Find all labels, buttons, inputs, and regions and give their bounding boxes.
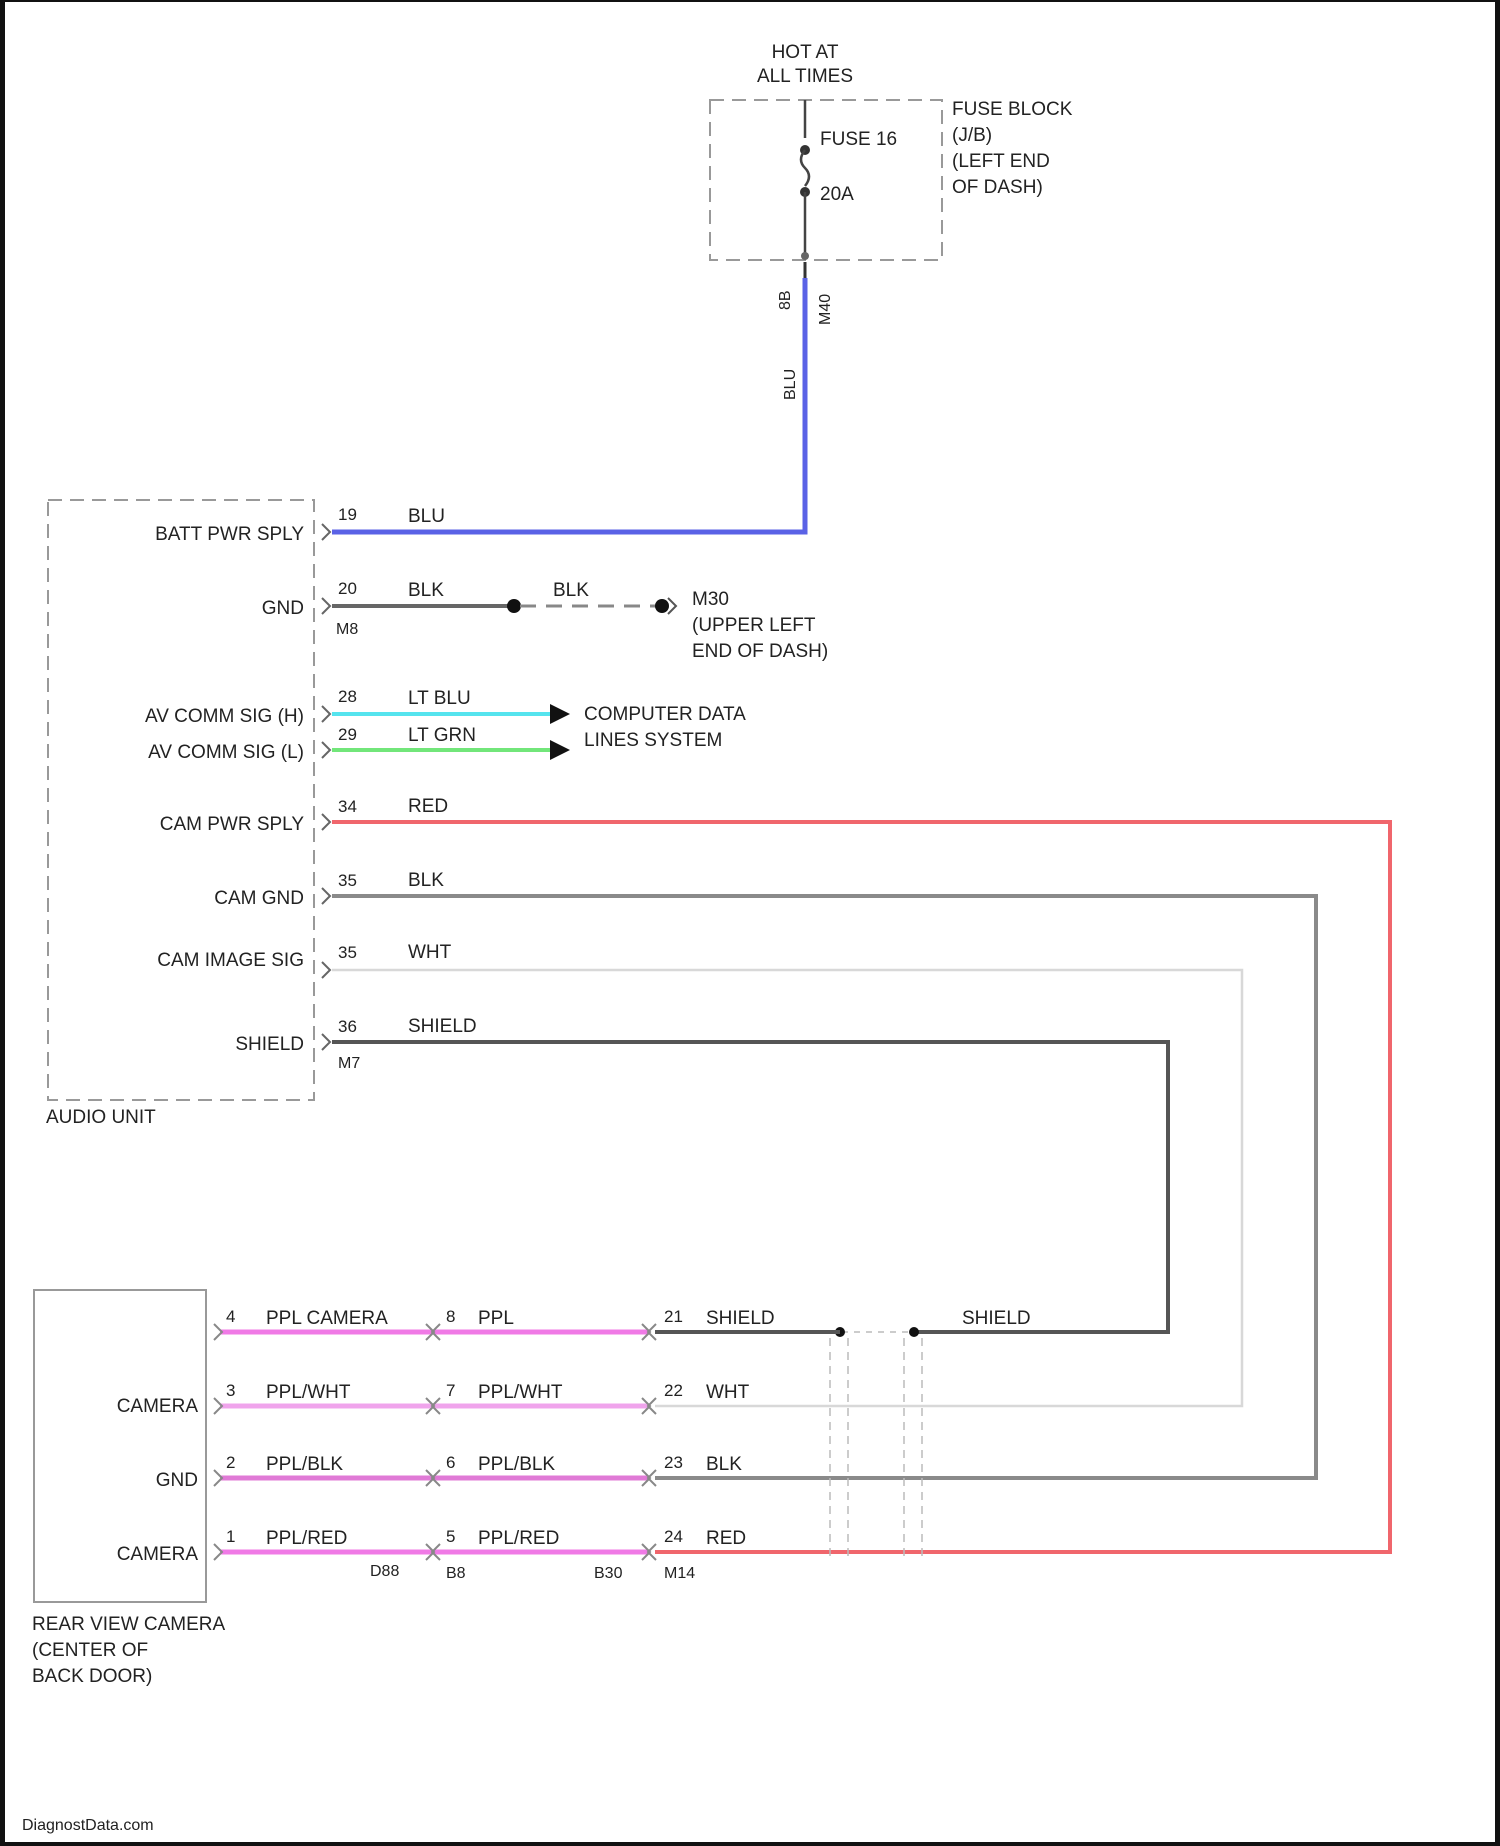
row1-c2: PPL [478, 1308, 514, 1329]
pin-label-gnd: GND [262, 598, 304, 619]
camera-label-2: GND [156, 1470, 198, 1491]
conn-m14: M14 [664, 1565, 695, 1582]
row1-c3: SHIELD [706, 1308, 775, 1329]
conn-b8: B8 [446, 1565, 466, 1582]
shield-enclosure [830, 1338, 922, 1560]
row2-p1: 3 [226, 1381, 235, 1400]
pin-num-batt: 19 [338, 505, 357, 524]
data-lines-name-2: LINES SYSTEM [584, 730, 722, 751]
all-times-label: ALL TIMES [757, 66, 853, 87]
camera-name-1: REAR VIEW CAMERA [32, 1614, 226, 1635]
pin-num-shield: 36 [338, 1017, 357, 1036]
gnd-splice [507, 599, 521, 613]
row4-p2: 5 [446, 1527, 455, 1546]
fuse-block-name-3: (LEFT END [952, 151, 1050, 172]
conn-shield: M7 [338, 1055, 360, 1072]
pin-label-av-h: AV COMM SIG (H) [145, 706, 304, 727]
fuse-rating: 20A [820, 184, 854, 205]
fuse-conn-right: M40 [817, 294, 834, 325]
row4-p3: 24 [664, 1527, 683, 1546]
row4-p1: 1 [226, 1527, 235, 1546]
pin-label-cam-gnd: CAM GND [214, 888, 304, 909]
row1-p2: 8 [446, 1307, 455, 1326]
row2-c1: PPL/WHT [266, 1382, 351, 1403]
pin-label-batt: BATT PWR SPLY [155, 524, 304, 545]
wire-label-cam-pwr: RED [408, 796, 448, 817]
row2-c3: WHT [706, 1382, 750, 1403]
camera-name-2: (CENTER OF [32, 1640, 148, 1661]
row3-p1: 2 [226, 1453, 235, 1472]
row1-p1: 4 [226, 1307, 235, 1326]
av-comm-l-arrow [550, 740, 570, 760]
wire-label-av-h: LT BLU [408, 688, 471, 709]
row3-p3: 23 [664, 1453, 683, 1472]
hot-at-label: HOT AT [772, 42, 839, 63]
fuse-wire-color: BLU [782, 369, 799, 400]
row4-c1: PPL/RED [266, 1528, 347, 1549]
fuse-icon [801, 150, 809, 186]
pin-num-gnd: 20 [338, 579, 357, 598]
conn-b30: B30 [594, 1565, 623, 1582]
conn-d88: D88 [370, 1563, 399, 1580]
wire-label-shield: SHIELD [408, 1016, 477, 1037]
pin-label-cam-pwr: CAM PWR SPLY [160, 814, 305, 835]
pin-label-av-l: AV COMM SIG (L) [148, 742, 304, 763]
pin-label-cam-image: CAM IMAGE SIG [157, 950, 304, 971]
shield-wire [332, 1042, 1168, 1332]
camera-name-3: BACK DOOR) [32, 1666, 152, 1687]
pin-num-av-l: 29 [338, 725, 357, 744]
camera-harness-wires [220, 1332, 650, 1552]
av-comm-h-arrow [550, 704, 570, 724]
cam-pwr-wire [332, 822, 1390, 1552]
ground-name-3: END OF DASH) [692, 641, 828, 662]
fuse-block-box [710, 100, 942, 260]
wire-label-cam-gnd: BLK [408, 870, 444, 891]
wire-label-cam-image: WHT [408, 942, 452, 963]
row2-p3: 22 [664, 1381, 683, 1400]
data-lines-name-1: COMPUTER DATA [584, 704, 746, 725]
wire-label-batt: BLU [408, 506, 445, 527]
camera-label-3: CAMERA [117, 1544, 199, 1565]
shield-far-label: SHIELD [962, 1308, 1031, 1329]
row4-c2: PPL/RED [478, 1528, 559, 1549]
pin-label-shield: SHIELD [235, 1034, 304, 1055]
pin-num-cam-gnd: 35 [338, 871, 357, 890]
row3-p2: 6 [446, 1453, 455, 1472]
audio-unit-box [48, 500, 314, 1100]
row2-c2: PPL/WHT [478, 1382, 563, 1403]
camera-label-1: CAMERA [117, 1396, 199, 1417]
row3-c3: BLK [706, 1454, 742, 1475]
pin-num-av-h: 28 [338, 687, 357, 706]
fuse-conn-left: 8B [777, 290, 794, 310]
audio-unit-connector-marks [322, 524, 330, 1050]
fuse-block-name-1: FUSE BLOCK [952, 99, 1073, 120]
footer-watermark: DiagnostData.com [22, 1817, 154, 1834]
harness-connector-marks [214, 1324, 656, 1560]
ground-icon [668, 598, 676, 614]
ground-name-1: M30 [692, 589, 729, 610]
row2-p2: 7 [446, 1381, 455, 1400]
row1-p3: 21 [664, 1307, 683, 1326]
row3-c1: PPL/BLK [266, 1454, 343, 1475]
fuse-block-name-4: OF DASH) [952, 177, 1043, 198]
row3-c2: PPL/BLK [478, 1454, 555, 1475]
row4-c3: RED [706, 1528, 746, 1549]
conn-gnd: M8 [336, 621, 358, 638]
ground-point [655, 599, 669, 613]
wire-label-av-l: LT GRN [408, 725, 476, 746]
fuse-output-node [801, 252, 809, 260]
audio-unit-name: AUDIO UNIT [46, 1107, 156, 1128]
ground-name-2: (UPPER LEFT [692, 615, 816, 636]
fuse-name: FUSE 16 [820, 129, 897, 150]
pin-num-cam-image: 35 [338, 943, 357, 962]
gnd-splice-label: BLK [553, 580, 589, 601]
wire-label-gnd: BLK [408, 580, 444, 601]
fuse-block-name-2: (J/B) [952, 125, 992, 146]
row1-c1: PPL CAMERA [266, 1308, 388, 1329]
pin-num-cam-pwr: 34 [338, 797, 357, 816]
batt-pwr-wire [332, 278, 805, 532]
